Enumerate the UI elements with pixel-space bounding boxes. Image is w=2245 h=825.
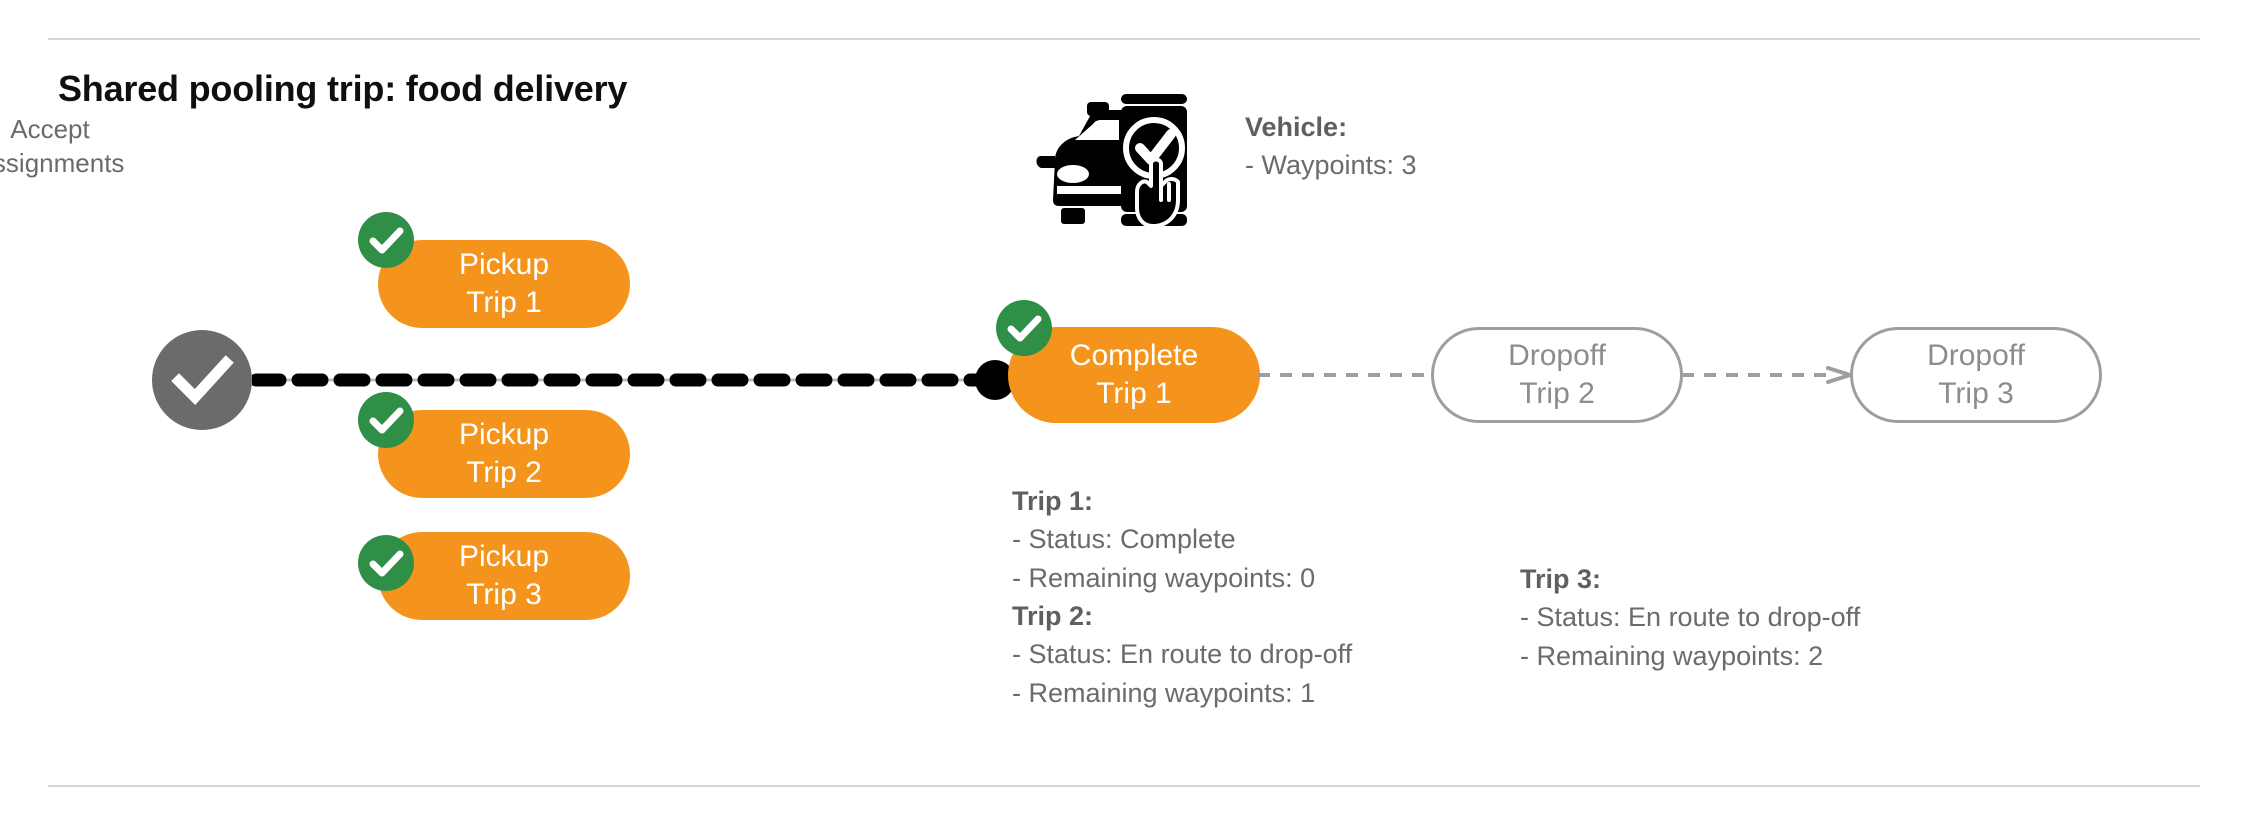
node-complete-trip-1-line2: Trip 1 [1096, 377, 1172, 410]
accept-label-line1: Accept [10, 114, 90, 144]
trip-info-block-3: Trip 3: - Status: En route to drop-off -… [1520, 560, 1860, 675]
node-pickup-trip-1-line1: Pickup [458, 247, 550, 281]
check-circle-icon [152, 330, 252, 430]
trip-3-status: - Status: En route to drop-off [1520, 602, 1861, 633]
node-complete-trip-1-line1: Complete [1069, 338, 1199, 372]
vehicle-info-waypoints: - Waypoints: 3 [1245, 150, 1417, 181]
trip-2-status: - Status: En route to drop-off [1012, 639, 1353, 670]
node-dropoff-trip-2[interactable]: Dropoff Trip 2 [1431, 327, 1683, 423]
node-pickup-trip-2-line2: Trip 2 [466, 456, 542, 489]
node-pickup-trip-3[interactable]: Pickup Trip 3 [378, 532, 630, 620]
vehicle-info-heading: Vehicle: [1245, 112, 1348, 142]
dashed-connector-main [252, 373, 1012, 387]
trip-1-waypoints: - Remaining waypoints: 0 [1012, 562, 1316, 593]
trip-2-heading: Trip 2: [1012, 600, 1094, 631]
node-pickup-trip-2-line1: Pickup [458, 417, 550, 451]
node-pickup-trip-3-line1: Pickup [458, 539, 550, 573]
node-pickup-trip-3-line2: Trip 3 [466, 578, 542, 611]
divider-top [48, 38, 2200, 40]
node-pickup-trip-2[interactable]: Pickup Trip 2 [378, 410, 630, 498]
trip-1-status: - Status: Complete [1012, 524, 1236, 555]
accept-label-line2: Assignments [0, 148, 125, 179]
check-badge-icon-complete-1 [996, 300, 1052, 356]
dashed-connector-to-dropoff-2 [1258, 366, 1434, 384]
check-badge-icon-pickup-1 [358, 212, 414, 268]
node-dropoff-trip-3-line2: Trip 3 [1938, 377, 2014, 410]
trip-3-waypoints: - Remaining waypoints: 2 [1520, 640, 1824, 671]
accept-assignments-label: Accept Assignments [0, 112, 160, 181]
page-title: Shared pooling trip: food delivery [58, 68, 628, 109]
trip-3-heading: Trip 3: [1520, 564, 1602, 594]
node-dropoff-trip-2-line1: Dropoff [1508, 338, 1606, 372]
divider-bottom [48, 785, 2200, 787]
dashed-arrow-to-dropoff-3 [1682, 366, 1854, 384]
vehicle-phone-check-icon [1035, 88, 1207, 234]
accept-assignments-node[interactable] [152, 330, 252, 430]
vehicle-info-block: Vehicle: - Waypoints: 3 [1245, 108, 1417, 185]
node-pickup-trip-1-line2: Trip 1 [466, 286, 542, 319]
check-badge-icon-pickup-3 [358, 535, 414, 591]
node-dropoff-trip-3[interactable]: Dropoff Trip 3 [1850, 327, 2102, 423]
check-badge-icon-pickup-2 [358, 392, 414, 448]
node-dropoff-trip-3-line1: Dropoff [1927, 338, 2025, 372]
node-complete-trip-1[interactable]: Complete Trip 1 [1008, 327, 1260, 423]
trip-1-heading: Trip 1: [1012, 486, 1094, 516]
node-pickup-trip-1[interactable]: Pickup Trip 1 [378, 240, 630, 328]
node-dropoff-trip-2-line2: Trip 2 [1519, 377, 1595, 410]
trip-2-waypoints: - Remaining waypoints: 1 [1012, 677, 1316, 708]
trip-info-block-1-2: Trip 1: - Status: Complete - Remaining w… [1012, 482, 1352, 712]
